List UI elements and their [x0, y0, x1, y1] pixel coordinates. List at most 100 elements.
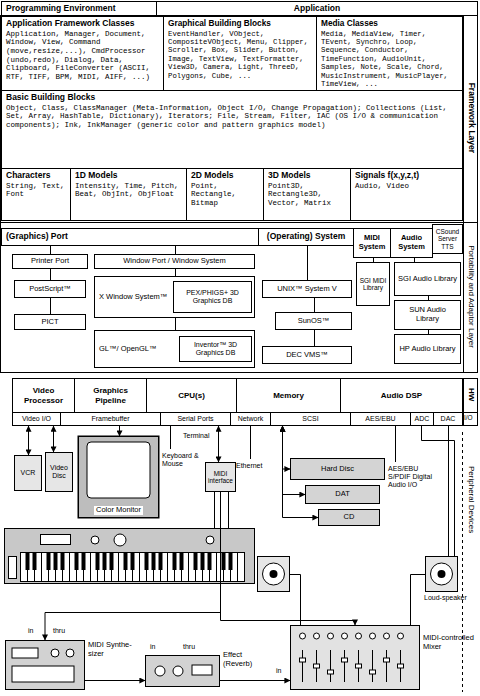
box-label: Hard Disc: [321, 465, 354, 474]
cable-arrow: [28, 426, 29, 455]
layer-link: [50, 246, 51, 254]
library-box: SUN Audio Library: [394, 300, 461, 330]
layer-link: [50, 269, 51, 280]
wire: [448, 426, 449, 556]
speaker-cone: [438, 570, 446, 578]
port-box: (Graphics) Port: [1, 228, 259, 246]
io-port: Framebuffer: [60, 412, 161, 426]
io-port: SCSI: [270, 412, 351, 426]
box-label: Color Monitor: [94, 506, 143, 515]
knob: [66, 649, 74, 657]
layer-label: Framework Layer: [466, 43, 476, 193]
box-heading: 2D Models: [191, 171, 259, 181]
effect-body: [145, 655, 220, 687]
port-box: Window Port / Window System: [94, 254, 255, 269]
wire: [290, 575, 301, 626]
device-label: Loud-speaker: [424, 594, 474, 602]
mixer-faders: [300, 633, 404, 682]
system-box: (Operating) System: [258, 228, 354, 246]
keyboard-keys: [21, 553, 245, 582]
hardware-box: Memory: [236, 378, 341, 413]
device-label: Terminal: [183, 432, 213, 440]
box-label: Serial Ports: [177, 415, 213, 423]
layer-link: [175, 318, 176, 330]
wire: [214, 492, 215, 528]
device-label: AES/EBU S/PDIF Digital Audio I/O: [388, 465, 438, 489]
layer-divider: [0, 222, 478, 223]
io-port: Network: [230, 412, 271, 426]
key-lines: [28, 553, 238, 581]
application-box: Application: [156, 1, 478, 16]
class-list: Intensity, Time, Pitch, Beat, ObjInt, Ob…: [75, 182, 182, 199]
device-label: thru: [53, 627, 73, 635]
device-label: I/O: [464, 414, 478, 421]
box-label: GL™/ OpenGL™: [99, 345, 175, 354]
knob: [51, 649, 59, 657]
synthesizer: MIDI Synthe-sizer: [5, 640, 85, 690]
device-label: MIDI-controlled Mixer: [423, 634, 475, 651]
box-heading: Graphical Building Blocks: [168, 19, 312, 29]
keyboard-display: [41, 535, 71, 545]
disk-drive: Hard Disc: [290, 458, 385, 480]
layer-frame: [1, 16, 478, 373]
box-label: AES/EBU: [365, 415, 395, 423]
class-list: Point3D, Rectangle3D, Vector, Matrix: [268, 182, 346, 208]
box-label: UNIX™ System V: [277, 285, 337, 294]
knob: [173, 666, 183, 676]
synth-display: [12, 648, 38, 658]
box-label: Network: [238, 415, 264, 423]
box-label: Video I/O: [22, 415, 51, 423]
hardware-box: Video Processor: [12, 378, 75, 413]
box-label: Printer Port: [31, 257, 69, 266]
os-box: UNIX™ System V: [262, 280, 352, 298]
class-box: Basic Building BlocksObject, Class, Clas…: [1, 90, 463, 169]
class-box: Media ClassesMedia, MediaView, Timer, TE…: [316, 16, 463, 91]
cable-arrow: [85, 680, 145, 681]
model-box: 3D ModelsPoint3D, Rectangle3D, Vector, M…: [263, 168, 351, 221]
knob: [91, 536, 99, 544]
keyboard-body: [5, 529, 255, 584]
box-label: MIDI interface: [208, 470, 233, 485]
io-port: Video I/O: [12, 412, 61, 426]
class-list: Media, MediaView, Timer, TEvent, Synchro…: [321, 30, 458, 89]
layer-link: [307, 246, 308, 280]
box-label: PEX/PHIGS+ 3D Graphics DB: [176, 289, 249, 305]
box-heading: Application Framework Classes: [6, 19, 159, 29]
synth-panel: [12, 666, 74, 682]
box-label: CPU(s): [178, 391, 205, 400]
hardware-box: Audio DSP: [340, 378, 463, 413]
box-label: (Operating) System: [267, 232, 345, 242]
model-box: 2D ModelsPoint, Rectangle, Bitmap: [186, 168, 264, 221]
system-box: Audio System: [390, 228, 433, 258]
effect-display: [192, 665, 212, 675]
layer-divider: [463, 15, 464, 372]
cd-drive: CD: [318, 509, 380, 526]
box-label: Application: [294, 4, 340, 14]
knob: [155, 666, 165, 676]
library-box: X Window System™PEX/PHIGS+ 3D Graphics D…: [94, 276, 255, 318]
mixer: MIDI-controlled Mixer: [290, 625, 420, 690]
cable-arrow: [220, 680, 290, 681]
wire: [411, 575, 426, 626]
hw-label-frame: [464, 379, 478, 426]
wire: [170, 426, 171, 449]
box-label: Graphics Pipeline: [77, 386, 144, 404]
knob: [114, 534, 126, 546]
monitor-housing: [78, 436, 159, 518]
device-box: Video Disc: [45, 452, 73, 492]
library-box: SGI Audio Library: [394, 262, 461, 296]
io-port: AES/EBU: [350, 412, 411, 426]
synth-body: [5, 640, 85, 690]
wire: [395, 426, 396, 462]
box-label: ADC: [415, 415, 430, 423]
class-list: Point, Rectangle, Bitmap: [191, 182, 259, 208]
cable-arrow: [283, 426, 291, 469]
io-port: ADC: [410, 412, 434, 426]
os-box: SunOS™: [275, 312, 352, 330]
system-box: MIDI System: [353, 228, 391, 258]
knob: [206, 536, 214, 544]
box-label: Video Disc: [48, 464, 70, 480]
layer-link: [314, 330, 315, 346]
device-label: in: [150, 643, 162, 651]
box-heading: Media Classes: [321, 19, 458, 29]
